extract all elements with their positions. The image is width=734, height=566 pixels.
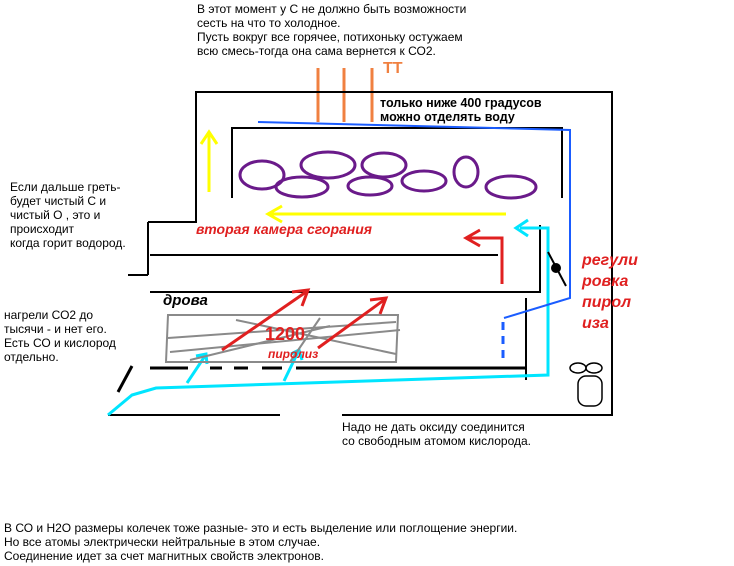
cyan-arrow [185,355,207,384]
bottle-cap [585,362,603,374]
left-bottom-note: нагрели СО2 до тысячи - и нет его. Есть … [4,308,116,364]
left-top-note: Если дальше греть- будет чистый С и чист… [10,180,126,250]
log [164,314,400,363]
top-note: В этот момент у С не должно быть возможн… [197,2,467,58]
ring [238,159,286,191]
firebox-door [116,365,134,393]
second-chamber-label: вторая камера сгорания [196,221,373,237]
molecule-rings [238,150,538,200]
cyan-air-head [513,218,529,238]
red-arrow [317,298,385,350]
log [169,329,401,353]
firewood-label: дрова [163,292,208,309]
pyrolysis-label: пиролиз [268,347,319,361]
log [189,325,331,361]
firewood-logs [164,314,401,363]
ring [299,150,357,180]
bottom-note: В СО и Н2О размеры колечек тоже разные- … [4,521,518,563]
red-arrow-head [369,296,389,315]
upper-chamber-wall [231,127,563,198]
temperature-label: 1200 [265,324,306,344]
partition-right [150,225,541,293]
cyan-air-path [107,226,550,417]
valve-knob [551,263,561,273]
red-arrow-head [291,288,311,307]
yellow-arrow-left-head [264,204,283,224]
red-elbow-arrow [468,236,504,284]
cyan-arrow-head [195,352,209,365]
ring [400,169,448,193]
ring [360,151,408,179]
oxide-note: Надо не дать оксиду соединится со свобод… [342,420,531,448]
ring [346,175,394,197]
gas-bottle-icon [569,362,603,407]
bottle-body [577,375,603,407]
water-note: только ниже 400 градусов можно отделять … [380,96,542,124]
red-flame-arrows [221,228,504,352]
log [235,319,397,355]
yellow-flow-arrows [199,129,506,224]
exhaust-lines [316,68,374,122]
blue-flue-line [257,121,571,319]
furnace-outer-wall [148,91,613,416]
log [289,317,321,363]
ring [274,175,330,199]
cyan-arrow [282,351,300,382]
bottle-cap [569,362,587,374]
cyan-flow [107,218,550,417]
regulator-valve [547,251,567,287]
ring [484,174,538,200]
regulation-label: регули ровка пирол иза [582,252,638,332]
red-elbow-arrow-head [462,228,481,248]
red-arrow [221,290,307,352]
yellow-arrow-up-head [199,129,219,145]
ring [452,155,480,189]
tt-label: ТТ [383,60,403,77]
